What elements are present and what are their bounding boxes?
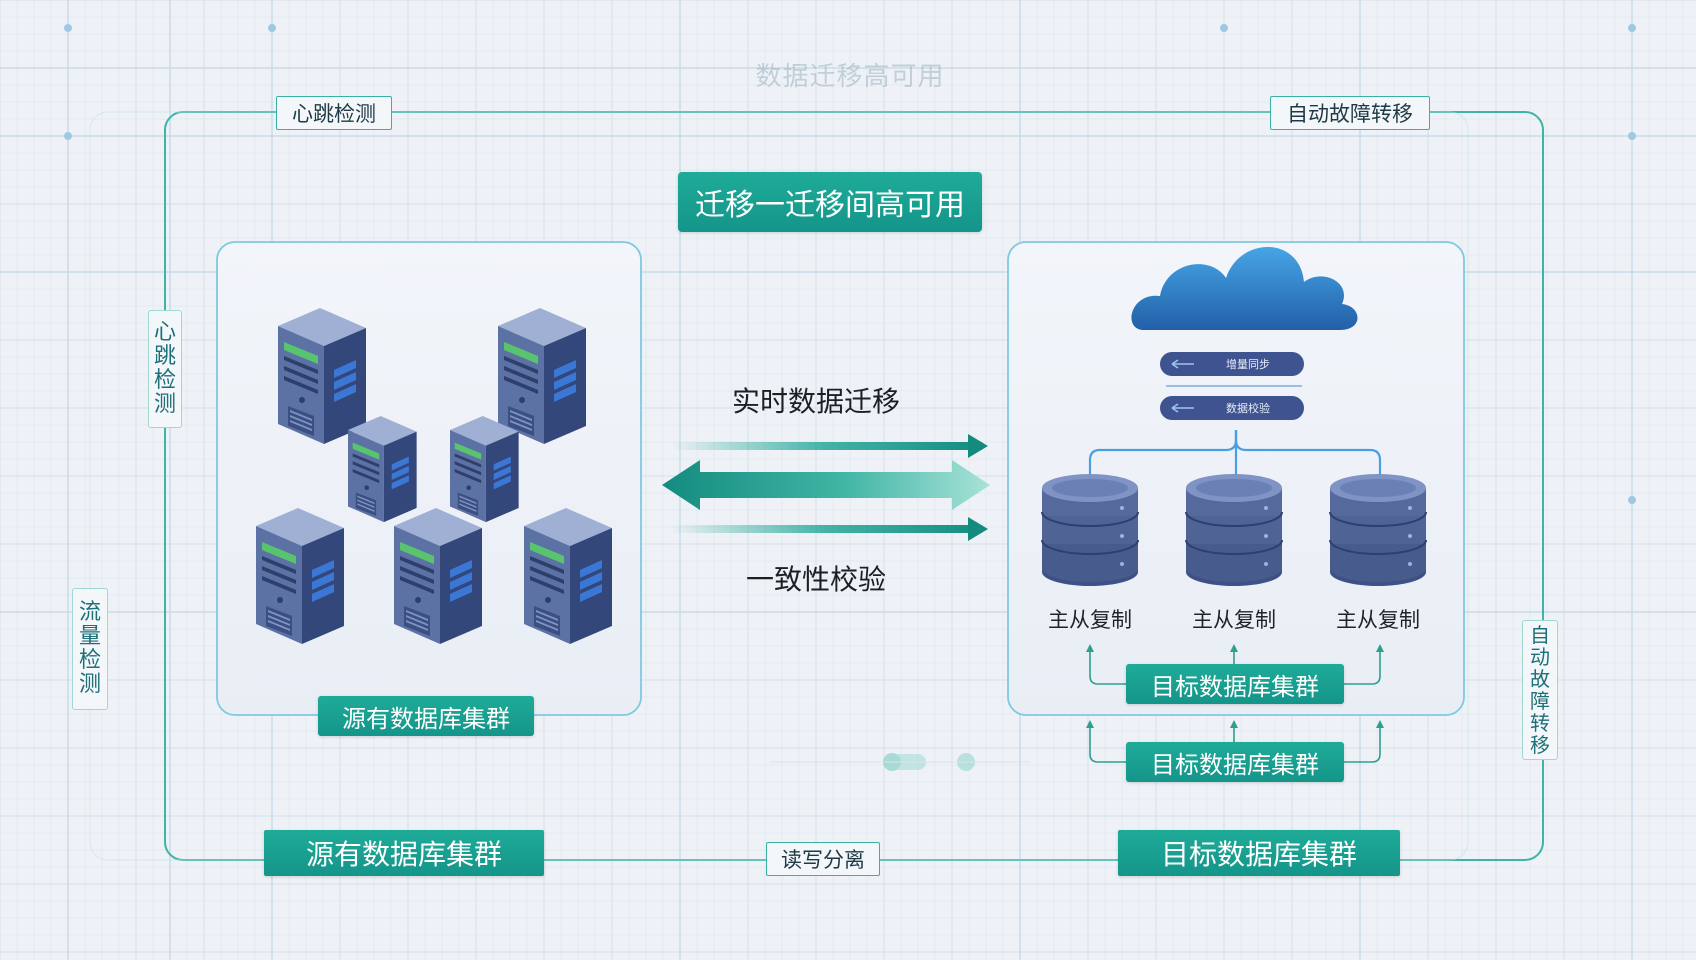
failover-tag-side: 自动故障转移	[1522, 620, 1558, 760]
failover-tag-top: 自动故障转移	[1270, 96, 1430, 130]
heartbeat-tag-top: 心跳检测	[276, 96, 392, 130]
db-node-label: 主从复制	[1336, 608, 1420, 632]
faint-heading: 数据迁移高可用	[755, 61, 945, 92]
badge-connectors	[1086, 644, 1384, 763]
read-write-split-tag: 读写分离	[766, 842, 880, 876]
target-cluster-outer-badge: 目标数据库集群	[1118, 830, 1400, 876]
target-cluster-badge-secondary: 目标数据库集群	[1126, 742, 1344, 782]
source-cluster-badge: 源有数据库集群	[318, 696, 534, 736]
db-node-label: 主从复制	[1192, 608, 1276, 632]
db-node-label: 主从复制	[1048, 608, 1132, 632]
heartbeat-tag-side: 心跳检测	[148, 310, 182, 428]
migration-arrows	[662, 434, 990, 541]
monitor-tag-side: 流量检测	[72, 588, 108, 710]
consistency-label: 一致性校验	[745, 563, 886, 596]
bidirectional-arrow-icon	[662, 460, 990, 510]
source-cluster-outer-badge: 源有数据库集群	[264, 830, 544, 876]
chip-group	[1160, 352, 1304, 420]
arrow-icon	[968, 434, 988, 458]
source-panel	[216, 241, 642, 716]
diagram-title: 迁移一迁移间高可用	[678, 172, 982, 232]
chip-label: 增量同步	[1226, 358, 1270, 371]
migration-label: 实时数据迁移	[731, 385, 900, 418]
target-cluster-badge: 目标数据库集群	[1126, 664, 1344, 704]
cloud-icon	[1131, 246, 1358, 330]
chip-label: 数据校验	[1226, 402, 1270, 415]
progress-dots	[770, 753, 1030, 771]
arrow-icon	[968, 517, 988, 541]
